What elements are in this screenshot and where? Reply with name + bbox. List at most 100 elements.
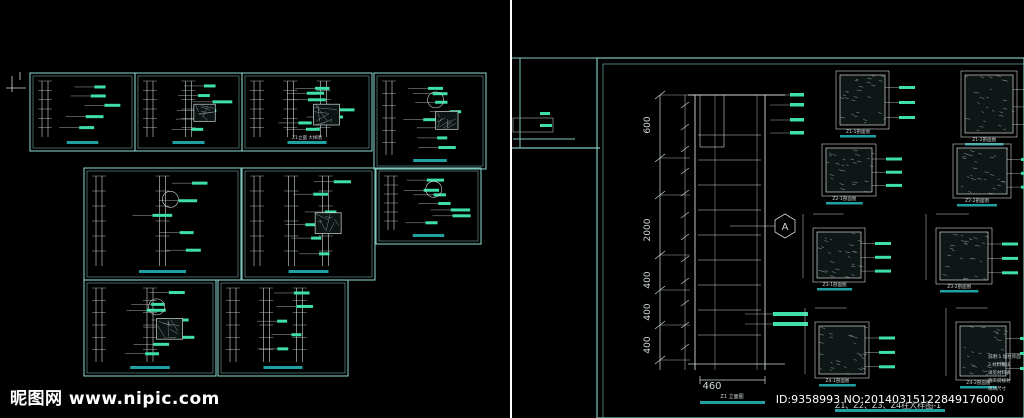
hatch-line <box>835 163 840 165</box>
hatch-line <box>325 214 331 232</box>
annotation-tag <box>790 93 804 97</box>
section-outline <box>952 143 1012 199</box>
section-core <box>825 147 873 193</box>
hatch-line <box>851 274 855 276</box>
section-label: Z3-1剖面图 <box>823 281 847 288</box>
hatch-line <box>871 152 876 155</box>
sheet-title-bar <box>835 409 945 412</box>
section-label: Z1-2剖面图 <box>972 136 996 143</box>
elevation-title-bar <box>700 401 765 404</box>
hatch-line <box>974 244 980 247</box>
annotation-tag <box>899 116 915 119</box>
annotation-tag <box>90 94 106 98</box>
annotation-tag <box>886 183 902 187</box>
annotation-tag <box>773 322 808 326</box>
sheet-frame <box>241 72 373 152</box>
hatch-line <box>850 158 854 161</box>
hatch-line <box>871 75 875 77</box>
hatch-line <box>848 334 854 337</box>
sheet-inner-frame <box>376 75 484 167</box>
hatch-line <box>850 265 856 268</box>
hatch-line <box>993 331 998 333</box>
section-label: Z2-2剖面图 <box>965 197 989 204</box>
annotation-tag <box>315 86 330 90</box>
hatch-line <box>202 115 208 121</box>
annotation-tag <box>85 115 104 119</box>
hatch-line <box>962 366 966 369</box>
annotation-tag <box>1020 352 1024 355</box>
hatch-line <box>446 118 456 125</box>
hatch-line <box>822 271 827 273</box>
section-box <box>314 212 342 234</box>
hatch-line <box>319 219 326 231</box>
hatch-line <box>1005 80 1008 82</box>
hatch-line <box>157 325 166 339</box>
annotation-tag <box>178 199 198 203</box>
hatch-line <box>315 122 326 125</box>
hatch-line <box>852 181 858 184</box>
annotation-tag <box>277 319 288 323</box>
hatch-line <box>819 368 823 370</box>
hatch-line <box>965 118 971 120</box>
section-label-bar <box>826 202 863 205</box>
hatch-line <box>824 240 828 242</box>
hatch-line <box>170 329 179 334</box>
hatch-line <box>858 368 863 370</box>
note-line: 施工前核对 <box>988 377 1011 384</box>
hatch-line <box>979 260 983 262</box>
annotation-tag <box>185 248 201 252</box>
note-line: 说明:1.墙柱饰面 <box>988 353 1021 360</box>
hatch-line <box>320 119 332 125</box>
sheet-title: Z1、Z2、Z3、Z4柱大样图-1 <box>835 400 941 410</box>
annotation-tag <box>875 255 891 259</box>
dimension-text: 400 <box>643 271 653 288</box>
callout-marker <box>774 213 796 239</box>
sheet-title-bar <box>263 366 303 369</box>
hatch-line <box>829 239 833 241</box>
hatch-line <box>961 185 964 188</box>
annotation-tag <box>1021 171 1024 175</box>
hatch-line <box>828 252 831 254</box>
annotation-tag <box>296 304 313 308</box>
annotation-tag <box>879 365 895 369</box>
hatch-line <box>995 332 999 334</box>
sheet-inner-frame <box>220 282 346 374</box>
hatch-line <box>998 75 1002 78</box>
section-detail-1: Z1-1剖面图 <box>835 70 915 138</box>
hatch-line <box>998 125 1002 127</box>
annotation-tag <box>79 126 95 130</box>
hatch-line <box>853 342 856 344</box>
annotation-tag <box>104 103 121 107</box>
hatch-line <box>437 112 440 117</box>
hatch-line <box>977 102 980 104</box>
hatch-line <box>985 373 989 376</box>
sheet-title: Z1立面 大样图 <box>292 134 322 141</box>
hatch-line <box>854 336 858 339</box>
sheet-title-bar <box>130 366 170 369</box>
hatch-line <box>841 164 845 167</box>
hatch-line <box>818 247 822 249</box>
hatch-line <box>853 251 858 253</box>
annotation-tag <box>153 342 170 346</box>
detail-sheet-inner-frame <box>602 63 1024 418</box>
hatch-line <box>831 271 836 273</box>
sheet-inner-frame <box>137 75 240 149</box>
annotation-tag <box>1021 185 1024 189</box>
section-label-bar <box>840 135 876 138</box>
section-label-bar <box>817 288 853 291</box>
hatch-line <box>163 323 180 326</box>
hatch-line <box>195 104 199 112</box>
elevation-label: Z1 立面图 <box>720 393 743 400</box>
section-box <box>435 111 459 130</box>
hatch-line <box>970 178 976 180</box>
note-line: 详见材料表 <box>988 369 1011 376</box>
sheet-frame <box>217 279 349 377</box>
hatch-line <box>945 265 950 268</box>
hatch-line <box>855 154 860 156</box>
hatch-line <box>315 213 329 220</box>
annotation-tag <box>438 202 451 206</box>
hatch-line <box>445 123 456 129</box>
annotation-tag <box>319 252 330 256</box>
annotation-tag <box>145 352 160 356</box>
watermark-site: 昵图网 www.nipic.com <box>10 389 220 409</box>
